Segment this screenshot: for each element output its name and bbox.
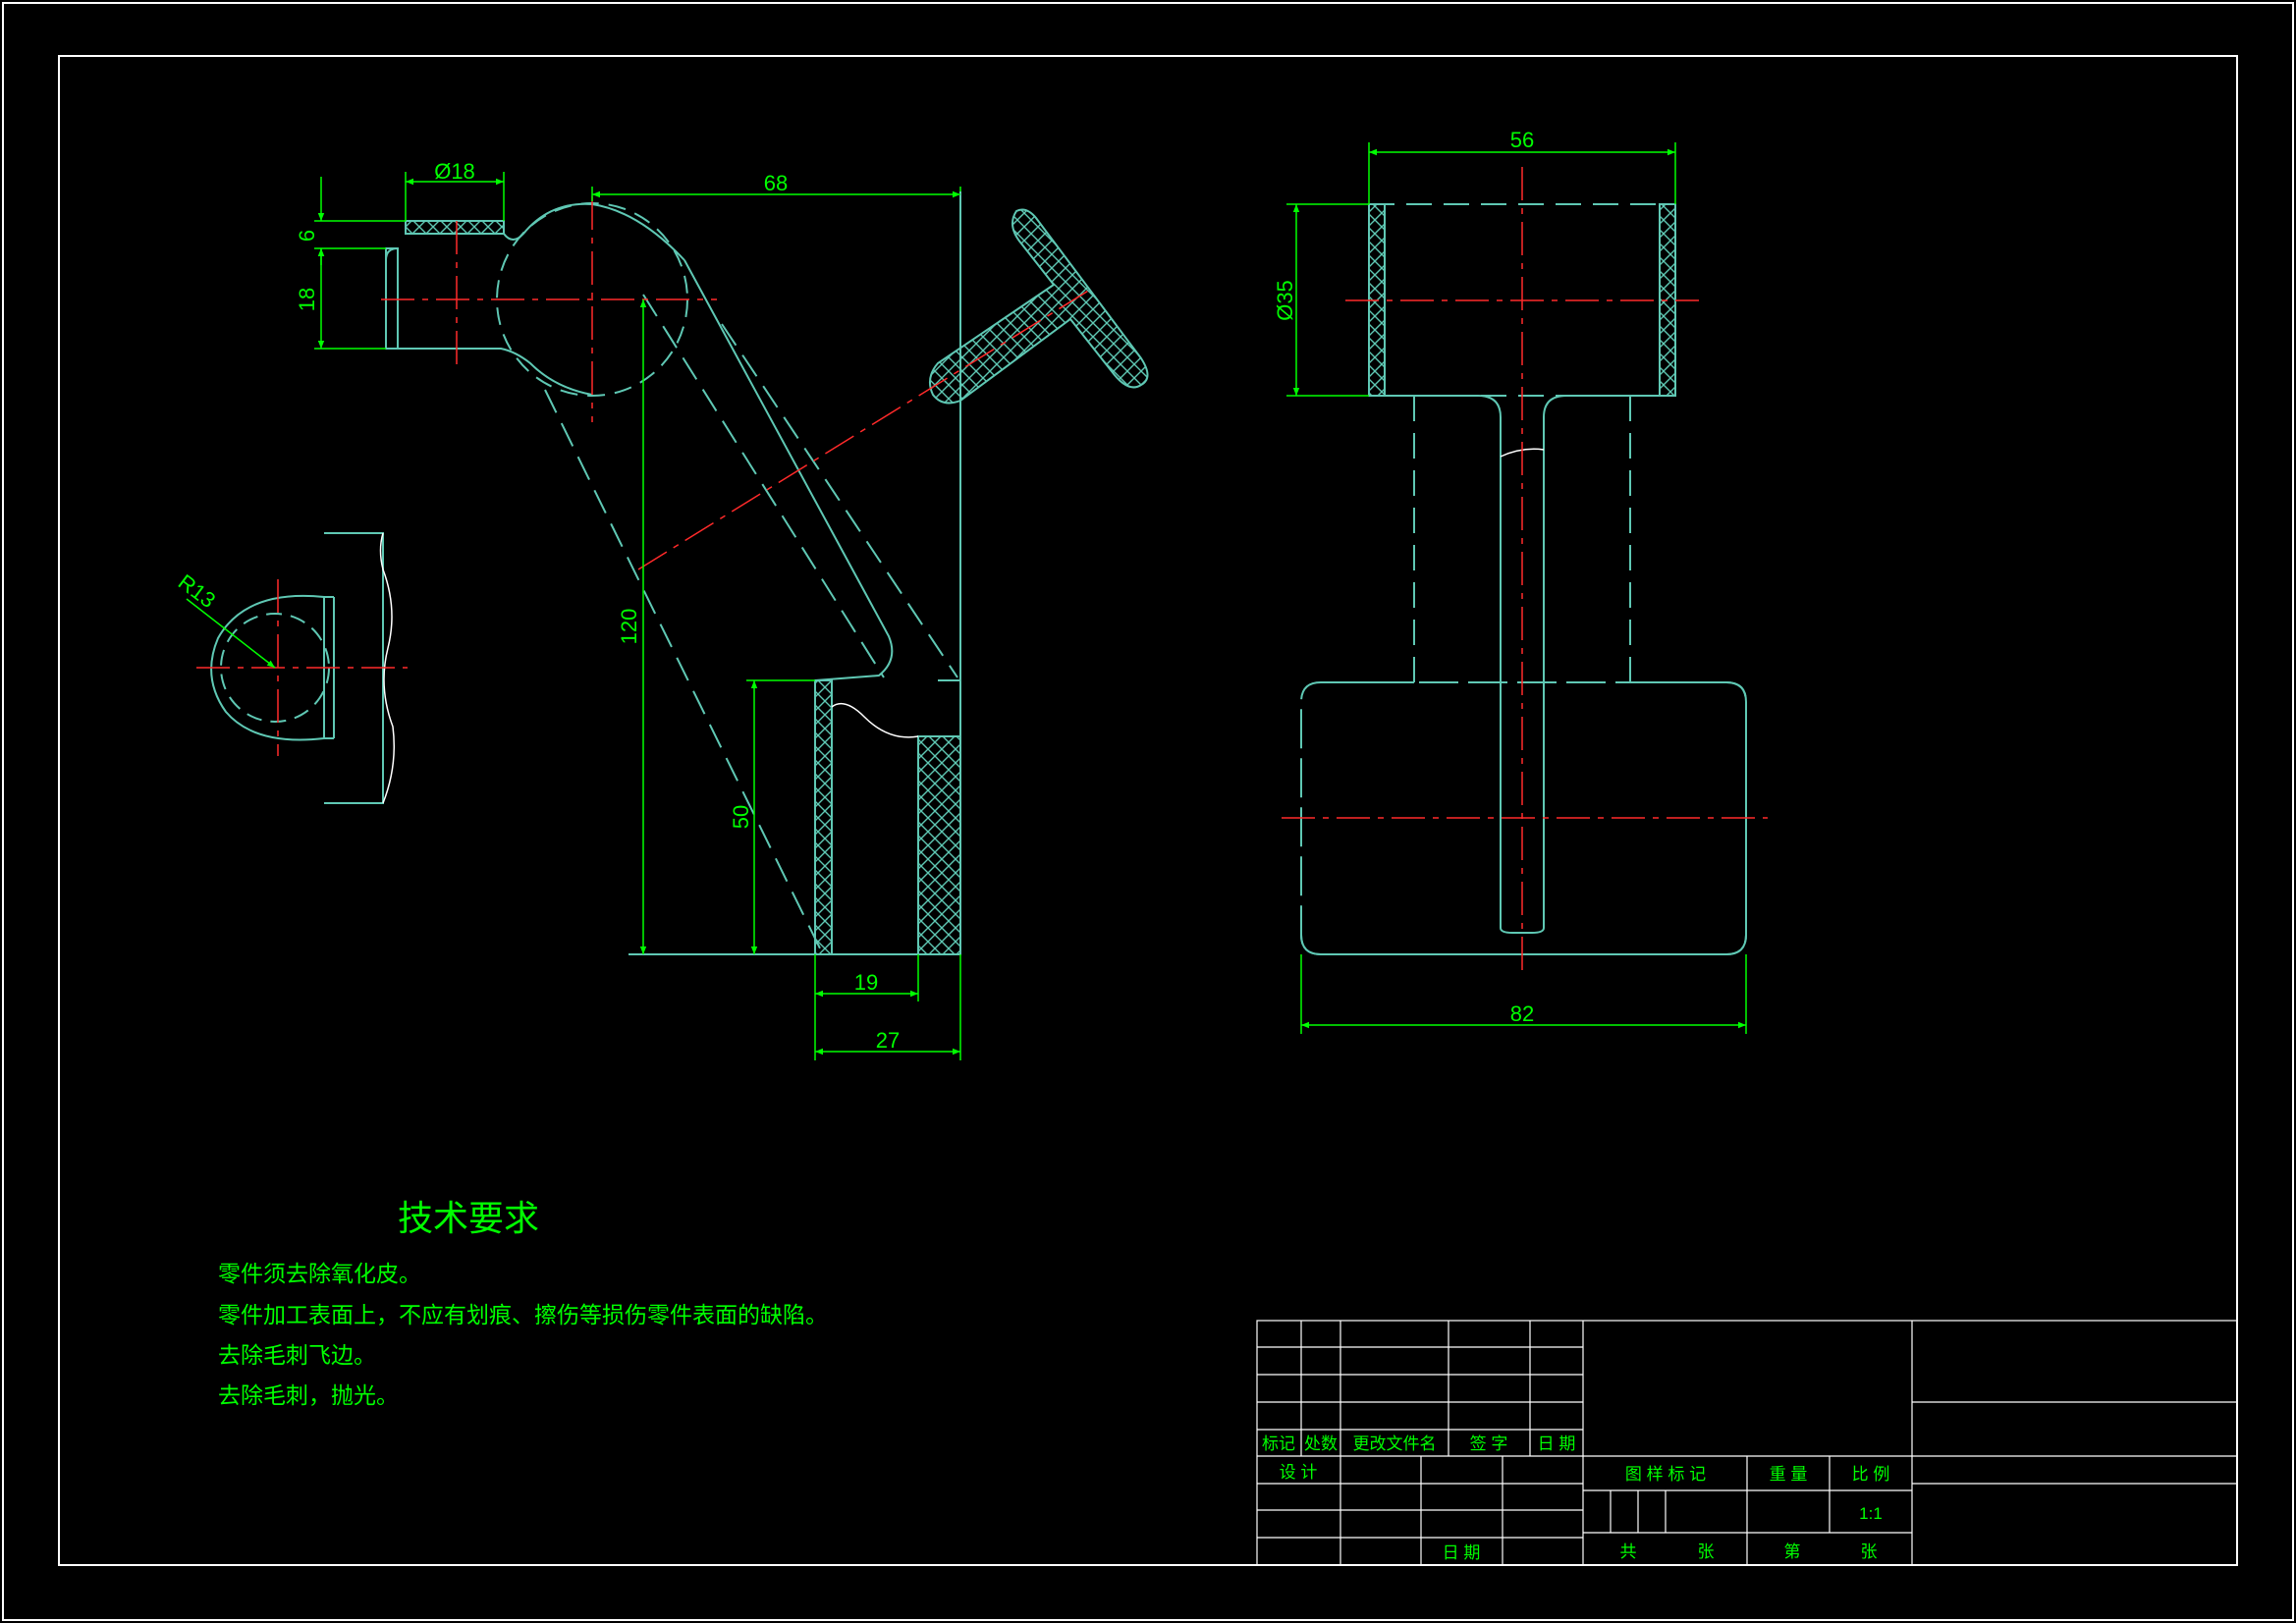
tb-design: 设 计	[1280, 1463, 1318, 1482]
tb-pattern-mark: 图 样 标 记	[1625, 1465, 1706, 1484]
front-lower-hatch-right	[917, 735, 961, 955]
tb-scale-value: 1:1	[1859, 1504, 1883, 1523]
tb-header-mark: 标记	[1262, 1434, 1295, 1453]
front-top-tube	[406, 202, 685, 261]
tb-header-doc: 更改文件名	[1353, 1434, 1437, 1453]
side-view	[1300, 203, 1747, 955]
tech-line-1: 零件须去除氧化皮。	[218, 1261, 421, 1286]
dim-r13: R13	[174, 569, 220, 613]
tb-header-count: 处数	[1304, 1434, 1338, 1453]
front-arm-inner	[683, 259, 894, 681]
front-view	[385, 191, 1149, 955]
title-block	[1256, 1320, 2238, 1566]
dim-82: 82	[1510, 1001, 1534, 1026]
front-lower-hatch-left	[814, 679, 833, 955]
sheet-inner-frame	[58, 55, 2238, 1566]
dim-50: 50	[729, 805, 753, 829]
side-centerlines	[1282, 167, 1768, 972]
dim-56: 56	[1510, 128, 1534, 152]
tb-date: 日 期	[1443, 1543, 1481, 1562]
tech-line-4: 去除毛刺，抛光。	[218, 1382, 399, 1408]
dim-d35: Ø35	[1273, 280, 1297, 321]
dim-68: 68	[764, 171, 788, 195]
front-centerlines	[381, 196, 1091, 570]
front-arm-outer	[544, 389, 824, 955]
side-dimensions	[1286, 142, 1747, 1034]
tech-line-2: 零件加工表面上，不应有划痕、擦伤等损伤零件表面的缺陷。	[218, 1302, 828, 1327]
dim-d18: Ø18	[434, 159, 475, 184]
tb-sheet-unit: 张	[1861, 1542, 1878, 1561]
tb-sheets-unit: 张	[1698, 1542, 1715, 1561]
tb-header-date: 日 期	[1538, 1434, 1576, 1453]
front-dimensions	[314, 172, 961, 1060]
tech-line-3: 去除毛刺飞边。	[218, 1342, 376, 1368]
dim-6: 6	[295, 230, 319, 242]
dim-120: 120	[617, 609, 641, 645]
front-tee-handle	[928, 208, 1149, 405]
dim-27: 27	[876, 1028, 900, 1053]
dim-r13-leader	[186, 598, 276, 669]
tech-requirements-title: 技术要求	[398, 1198, 539, 1238]
front-top-hatch	[405, 220, 505, 235]
tb-total-sheets: 共	[1620, 1542, 1637, 1561]
tb-sheet-no: 第	[1784, 1542, 1801, 1561]
tb-scale: 比 例	[1852, 1465, 1890, 1484]
tb-weight: 重 量	[1770, 1465, 1808, 1484]
dim-18-vertical: 18	[295, 288, 319, 311]
tb-header-sign: 签 字	[1470, 1434, 1508, 1453]
dim-19: 19	[854, 970, 878, 995]
